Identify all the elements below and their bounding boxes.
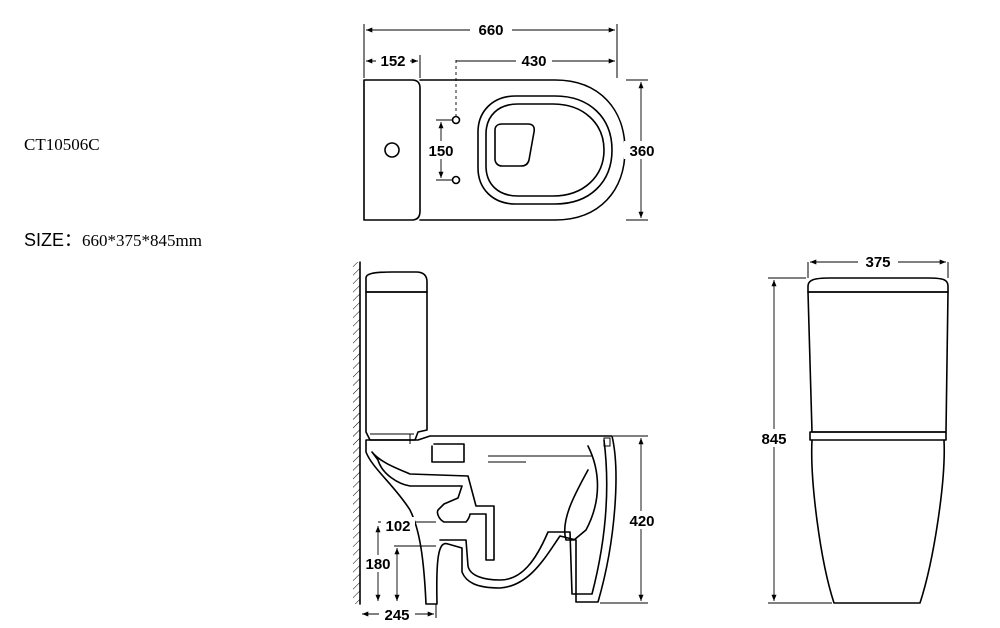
dim-width: 375	[865, 254, 890, 271]
side-view-cistern-body	[365, 291, 428, 441]
fixing-hole-bottom	[451, 175, 461, 185]
fixing-hole-top	[451, 115, 461, 125]
top-view: 660 152 430 150 360	[363, 20, 660, 221]
dim-outlet-from-wall: 245	[384, 607, 409, 624]
dim-fixing-spacing: 150	[428, 143, 453, 160]
size-line: SIZE：660*375*845mm	[24, 226, 202, 252]
dim-total-length: 660	[478, 22, 503, 39]
dim-outlet-height-a: 102	[385, 518, 410, 535]
dim-height: 845	[761, 431, 786, 448]
top-view-seat-outer	[477, 95, 613, 205]
dim-tank-depth: 152	[380, 53, 405, 70]
model-code: CT10506C	[24, 135, 100, 154]
front-view-lid	[807, 277, 949, 293]
top-view-button-icon	[384, 142, 400, 158]
front-view-tank	[807, 291, 949, 433]
side-view-rim	[431, 443, 465, 463]
front-view-pan	[810, 439, 946, 604]
size-value: 660*375*845mm	[82, 231, 202, 250]
dim-bowl-width: 360	[629, 143, 654, 160]
dim-bowl-length: 430	[521, 53, 546, 70]
dim-seat-height: 420	[629, 513, 654, 530]
side-view-pan-outer	[365, 435, 617, 605]
wall-hatch	[353, 262, 360, 604]
side-view-trap-u	[439, 439, 608, 595]
side-view: 420 102 180 245	[353, 261, 660, 624]
top-view-tank	[363, 79, 421, 221]
dim-outlet-height-b: 180	[365, 556, 390, 573]
top-view-outlet	[494, 123, 536, 167]
size-label: SIZE：	[24, 230, 83, 250]
side-view-trapway	[371, 451, 495, 561]
front-view: 375 845	[756, 252, 949, 604]
top-view-seat-inner	[485, 103, 605, 197]
front-view-tank-base	[809, 431, 947, 441]
side-view-cistern	[365, 271, 428, 293]
